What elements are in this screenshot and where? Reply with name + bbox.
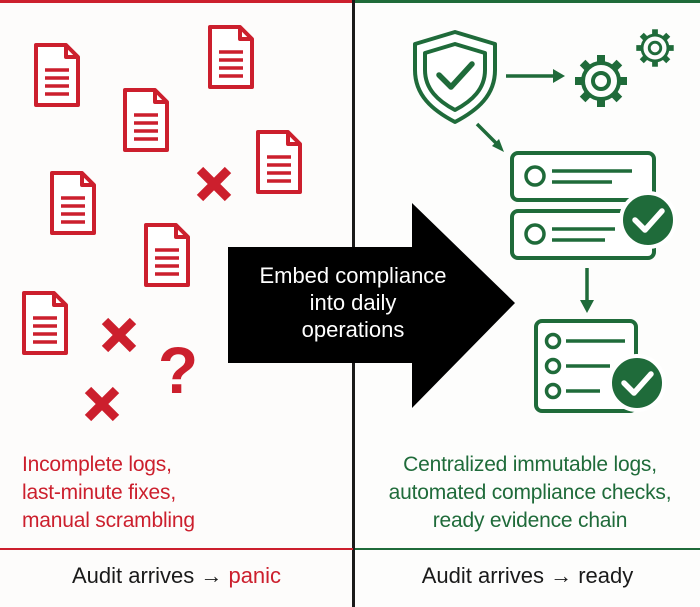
check-badge-icon <box>608 354 666 412</box>
x-mark-icon <box>105 321 133 349</box>
flow-arrow <box>475 122 504 152</box>
document-icon <box>144 223 190 287</box>
shield-check-icon <box>413 30 497 124</box>
flow-arrow <box>580 268 594 313</box>
arrow-label-line: operations <box>301 317 405 342</box>
arrow-label: Embed compliance into daily operations <box>236 262 470 343</box>
right-description-line: ready evidence chain <box>432 509 628 532</box>
checklist-icon <box>510 151 656 260</box>
left-description-line: Incomplete logs, <box>22 453 172 476</box>
svg-text:?: ? <box>158 333 198 407</box>
left-description: Incomplete logs, last-minute fixes, manu… <box>22 451 342 535</box>
flow-arrow <box>506 69 565 83</box>
document-icon <box>256 130 302 194</box>
left-outcome-prefix: Audit arrives → <box>71 563 229 588</box>
left-separator-line <box>0 548 353 550</box>
document-icon <box>34 43 80 107</box>
right-description: Centralized immutable logs, automated co… <box>360 451 700 535</box>
question-mark-icon: ? <box>158 333 198 407</box>
check-badge-icon <box>619 191 677 249</box>
gears-icon <box>575 29 674 107</box>
arrow-label-line: Embed compliance <box>259 263 447 288</box>
x-mark-icon <box>200 170 228 198</box>
left-description-line: last-minute fixes, <box>22 481 176 504</box>
right-description-line: automated compliance checks, <box>388 481 672 504</box>
x-mark-icon <box>88 390 116 418</box>
document-icon <box>22 291 68 355</box>
panic-word: panic <box>228 563 282 588</box>
document-icon <box>208 25 254 89</box>
right-separator-line <box>355 548 700 550</box>
document-icon <box>123 88 169 152</box>
center-arrow <box>228 203 515 408</box>
arrow-label-line: into daily <box>309 290 397 315</box>
right-outcome: Audit arrives → ready <box>421 563 634 588</box>
right-description-line: Centralized immutable logs, <box>403 453 657 476</box>
document-icon <box>50 171 96 235</box>
left-description-line: manual scrambling <box>22 509 195 532</box>
left-outcome: Audit arrives → panic <box>0 563 353 589</box>
